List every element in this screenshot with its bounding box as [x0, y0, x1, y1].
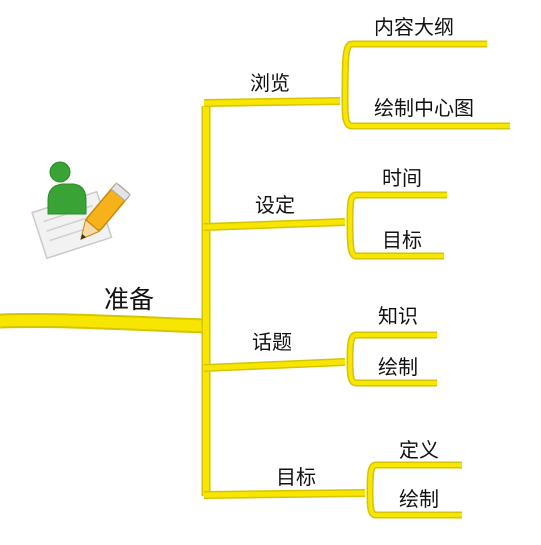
leaf-label-draw-2: 绘制: [399, 487, 439, 511]
branch-label-topic: 话题: [252, 330, 292, 354]
leaf-label-content-outline: 内容大纲: [374, 15, 454, 39]
leaf-label-draw-center-image: 绘制中心图: [374, 96, 474, 120]
leaf-label-goal: 目标: [382, 228, 422, 252]
person-with-pencil-icon: [31, 161, 131, 260]
leaf-label-draw: 绘制: [378, 355, 418, 379]
leaf-label-time: 时间: [382, 166, 422, 190]
leaf-label-knowledge: 知识: [378, 304, 418, 328]
branch-label-browse: 浏览: [250, 71, 290, 95]
leaf-label-define: 定义: [399, 438, 439, 462]
branch-label-goal: 目标: [276, 465, 316, 489]
branch-label-settings: 设定: [255, 193, 295, 217]
root-node-label: 准备: [104, 285, 155, 314]
